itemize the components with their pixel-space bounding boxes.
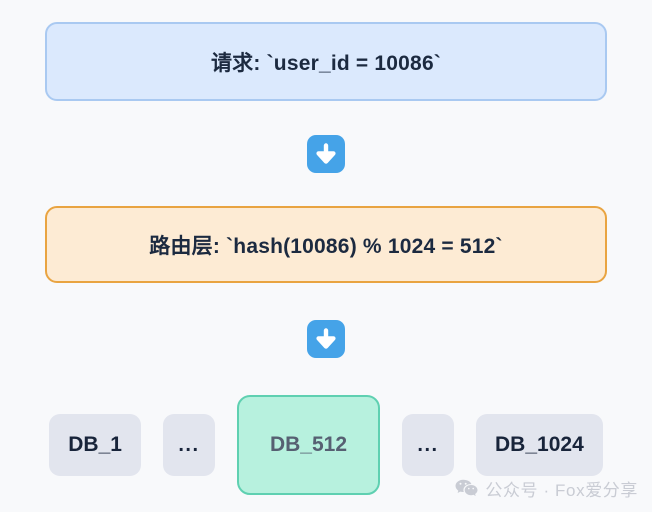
db-node-ellipsis-right: ... xyxy=(402,414,455,476)
arrow-down-icon xyxy=(307,135,345,173)
database-shard-row: DB_1 ... DB_512 ... DB_1024 xyxy=(0,395,652,495)
arrow-router-to-databases xyxy=(307,320,345,358)
db-node-1024: DB_1024 xyxy=(476,414,603,476)
router-node: 路由层: `hash(10086) % 1024 = 512` xyxy=(45,206,607,283)
arrow-request-to-router xyxy=(307,135,345,173)
db-node-1: DB_1 xyxy=(49,414,141,476)
arrow-down-icon xyxy=(307,320,345,358)
db-node-512-active: DB_512 xyxy=(236,395,381,495)
db-node-ellipsis-left: ... xyxy=(162,414,215,476)
request-node: 请求: `user_id = 10086` xyxy=(45,22,607,101)
